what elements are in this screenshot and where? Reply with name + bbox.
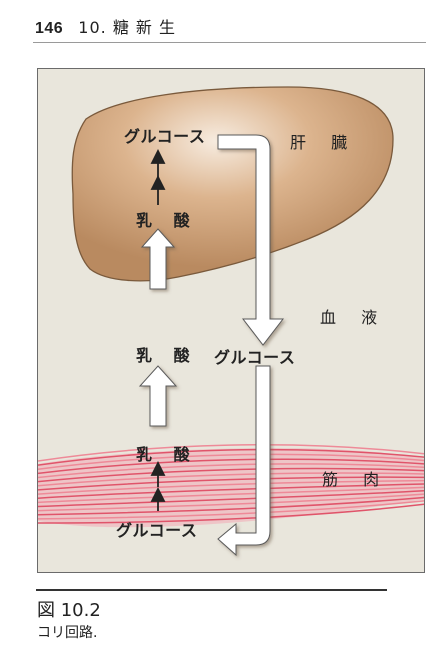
muscle-fiber: [38, 479, 424, 495]
header-rule: [33, 42, 426, 43]
muscle-fiber: [38, 444, 424, 462]
liver-organ-label: 肝 臓: [290, 133, 358, 152]
liver-lactate-label: 乳 酸: [136, 211, 198, 230]
muscle-glucose-label: グルコース: [116, 521, 198, 540]
figure-number: 図 10.2: [37, 600, 101, 621]
muscle-fiber: [38, 448, 424, 466]
glucose-transport-arrow: [217, 134, 285, 557]
cori-cycle-diagram: [38, 86, 424, 557]
muscle-fiber: [38, 500, 424, 520]
muscle-conversion-arrows: [150, 460, 166, 511]
muscle-fiber: [38, 472, 424, 487]
muscle-lactate-label: 乳 酸: [136, 445, 198, 464]
muscle-fiber: [38, 490, 424, 508]
muscle-fiber: [38, 453, 424, 471]
blood-lactate-label: 乳 酸: [136, 346, 198, 365]
cori-cycle-figure: グルコース 乳 酸 肝 臓 血 液 乳 酸 グルコース 乳 酸 筋 肉 グルコー…: [37, 68, 425, 573]
liver-glucose-label: グルコース: [124, 127, 206, 146]
caption-rule: [36, 589, 387, 591]
liver-shape: [71, 86, 394, 282]
blood-organ-label: 血 液: [320, 308, 388, 327]
muscle-fiber: [38, 486, 424, 504]
muscle-fiber: [38, 496, 424, 516]
muscle-fiber: [38, 476, 424, 491]
muscle-fiber: [38, 463, 424, 479]
muscle-organ-label: 筋 肉: [322, 470, 390, 489]
page-header: 146 10. 糖 新 生: [35, 14, 425, 38]
page-number: 146: [35, 20, 64, 37]
muscle-fiber: [38, 458, 424, 475]
muscle-fiber: [38, 503, 424, 524]
muscle-fiber: [38, 467, 424, 483]
muscle-shape: [38, 444, 424, 528]
muscle-fiber: [38, 493, 424, 512]
muscle-fiber: [38, 483, 424, 499]
chapter-title: 10. 糖 新 生: [78, 18, 177, 37]
liver-conversion-arrows: [150, 148, 166, 205]
lactate-transport-arrow: [138, 228, 178, 427]
figure-caption: コリ回路.: [37, 625, 98, 641]
blood-glucose-label: グルコース: [214, 348, 296, 367]
